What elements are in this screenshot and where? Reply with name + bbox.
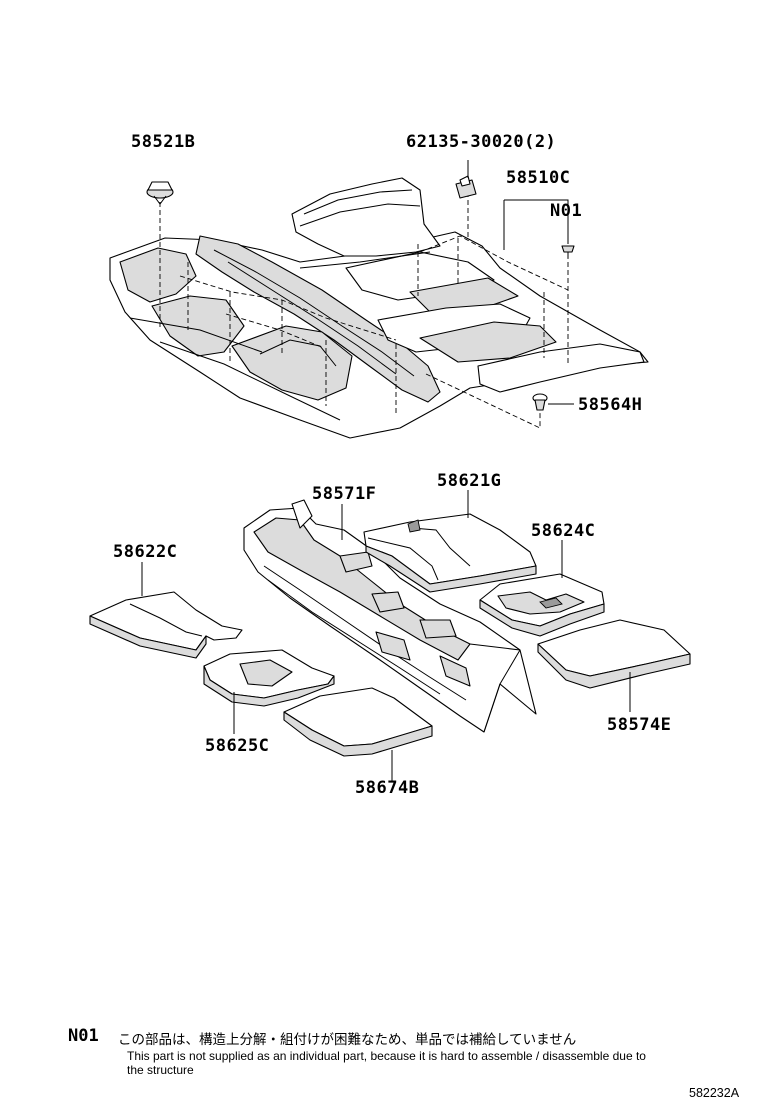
- insulator-58622c: [89, 591, 243, 659]
- insulator-58625c: [203, 649, 335, 707]
- part-label-58571f: 58571F: [312, 484, 377, 504]
- part-label-58510c: 58510C: [506, 168, 571, 188]
- clip-58521b-icon: [146, 181, 174, 205]
- part-label-n01: N01: [550, 201, 583, 221]
- insulator-58621g: [363, 513, 537, 593]
- insulator-58571f: [243, 499, 537, 733]
- part-label-58625c: 58625C: [205, 736, 270, 756]
- insulator-58574e: [537, 619, 691, 689]
- clip-62135-icon: [455, 160, 477, 199]
- part-label-58624c: 58624C: [531, 521, 596, 541]
- part-label-58564h: 58564H: [578, 395, 643, 415]
- insulator-58624c: [479, 573, 605, 637]
- insulator-58674b: [283, 687, 433, 757]
- figure-id: 582232A: [689, 1086, 740, 1100]
- note-code: N01: [68, 1026, 99, 1046]
- note-japanese-text: この部品は、構造上分解・組付けが困難なため、単品では補給していません: [118, 1032, 577, 1048]
- part-label-58521b: 58521B: [131, 132, 196, 152]
- part-label-58622c: 58622C: [113, 542, 178, 562]
- clip-58564h-icon: [532, 393, 548, 411]
- note-english-text: This part is not supplied as an individu…: [127, 1049, 646, 1077]
- floor-carpet-assembly: [109, 177, 649, 439]
- grommet-n01-icon: [561, 245, 575, 258]
- part-label-58674b: 58674B: [355, 778, 420, 798]
- part-label-58574e: 58574E: [607, 715, 672, 735]
- part-label-58621g: 58621G: [437, 471, 502, 491]
- part-label-62135-30020: 62135-30020(2): [406, 132, 557, 152]
